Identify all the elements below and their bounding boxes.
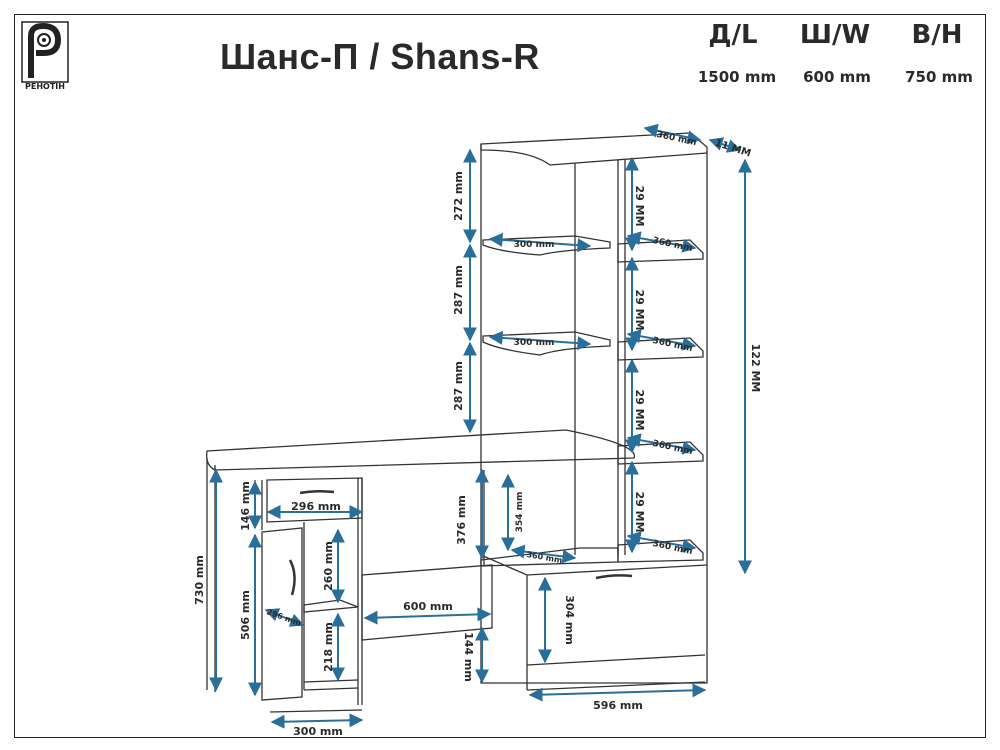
dim-144: 144 mm: [462, 632, 475, 682]
dim-360-top: 360 mm: [655, 130, 697, 148]
dim-272: 272 mm: [452, 171, 465, 221]
dim-354: 354 mm: [515, 492, 525, 533]
dim-29-a: 29 MM: [633, 185, 646, 226]
dim-29-d: 29 MM: [633, 491, 646, 532]
dim-300-shelf-lower: 300 mm: [514, 338, 555, 348]
dim-360-e: 360 mm: [526, 550, 563, 565]
spec-height-label: В/Н: [911, 20, 963, 50]
brand-logo-icon: [21, 21, 69, 83]
dim-600: 600 mm: [403, 600, 453, 613]
dim-300-shelf-upper: 300 mm: [514, 240, 555, 250]
spec-width-label: Ш/W: [799, 20, 871, 50]
dim-296-shelf: 296 mm: [265, 607, 302, 628]
dimension-lines: [209, 123, 752, 729]
logo-caption: РЕНОТІН: [25, 82, 65, 91]
dim-506: 506 mm: [239, 590, 252, 640]
dim-296-drawer: 296 mm: [291, 500, 341, 513]
dim-360-a: 360 mm: [651, 236, 693, 254]
spec-width-value: 600 mm: [803, 68, 871, 86]
dim-287-lower: 287 mm: [452, 361, 465, 411]
dim-29-b: 29 MM: [633, 289, 646, 330]
dim-304: 304 mm: [563, 595, 576, 645]
dim-596: 596 mm: [593, 699, 643, 712]
spec-length-value: 1500 mm: [697, 68, 777, 86]
spec-length-label: Д/L: [708, 20, 758, 50]
dim-300-base: 300 mm: [293, 725, 343, 738]
dim-146: 146 mm: [239, 481, 252, 531]
dim-11: 11 MM: [713, 138, 752, 160]
dim-218: 218 mm: [322, 622, 335, 672]
dim-122: 122 MM: [749, 344, 762, 393]
spec-height-value: 750 mm: [905, 68, 973, 86]
dim-260: 260 mm: [322, 541, 335, 591]
dim-730: 730 mm: [193, 555, 206, 605]
page-title: Шанс-П / Shans-R: [220, 36, 540, 77]
drawing-frame: [14, 14, 986, 738]
dim-287-upper: 287 mm: [452, 265, 465, 315]
dim-376: 376 mm: [455, 495, 468, 545]
dim-29-c: 29 MM: [633, 389, 646, 430]
